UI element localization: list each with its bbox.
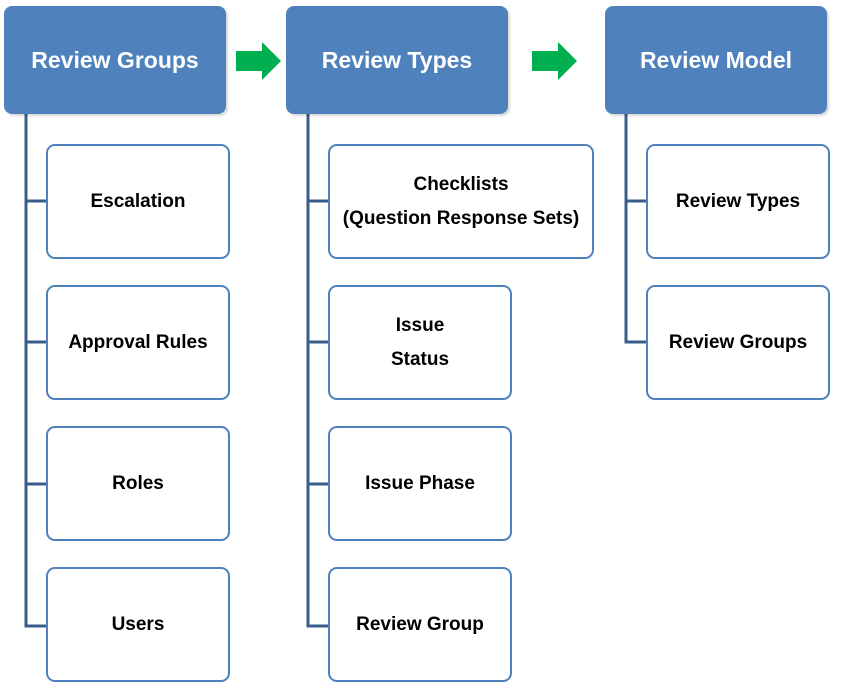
node-label: Checklists (Question Response Sets): [342, 173, 580, 229]
node-label: Roles: [112, 472, 164, 494]
header-review-model: Review Model: [605, 6, 827, 114]
header-label: Review Groups: [31, 46, 199, 73]
node-review-groups: Review Groups: [646, 285, 830, 400]
node-label: Review Types: [675, 190, 801, 212]
node-review-types: Review Types: [646, 144, 830, 259]
node-issue-phase: Issue Phase: [328, 426, 512, 541]
node-escalation: Escalation: [46, 144, 230, 259]
header-label: Review Types: [321, 46, 473, 73]
node-label: Approval Rules: [68, 331, 208, 353]
green-arrow-right-icon: [236, 42, 281, 80]
node-roles: Roles: [46, 426, 230, 541]
node-issue-status: Issue Status: [328, 285, 512, 400]
node-approval-rules: Approval Rules: [46, 285, 230, 400]
header-label: Review Model: [639, 46, 793, 73]
green-arrow-right-icon: [532, 42, 577, 80]
node-label: Issue Status: [390, 314, 450, 370]
header-review-groups: Review Groups: [4, 6, 226, 114]
node-checklists: Checklists (Question Response Sets): [328, 144, 594, 259]
node-review-group: Review Group: [328, 567, 512, 682]
node-users: Users: [46, 567, 230, 682]
node-label: Review Group: [356, 613, 484, 635]
node-label: Issue Phase: [365, 472, 475, 494]
node-label: Escalation: [90, 190, 186, 212]
node-label: Users: [111, 613, 165, 635]
header-review-types: Review Types: [286, 6, 508, 114]
node-label: Review Groups: [668, 331, 808, 353]
